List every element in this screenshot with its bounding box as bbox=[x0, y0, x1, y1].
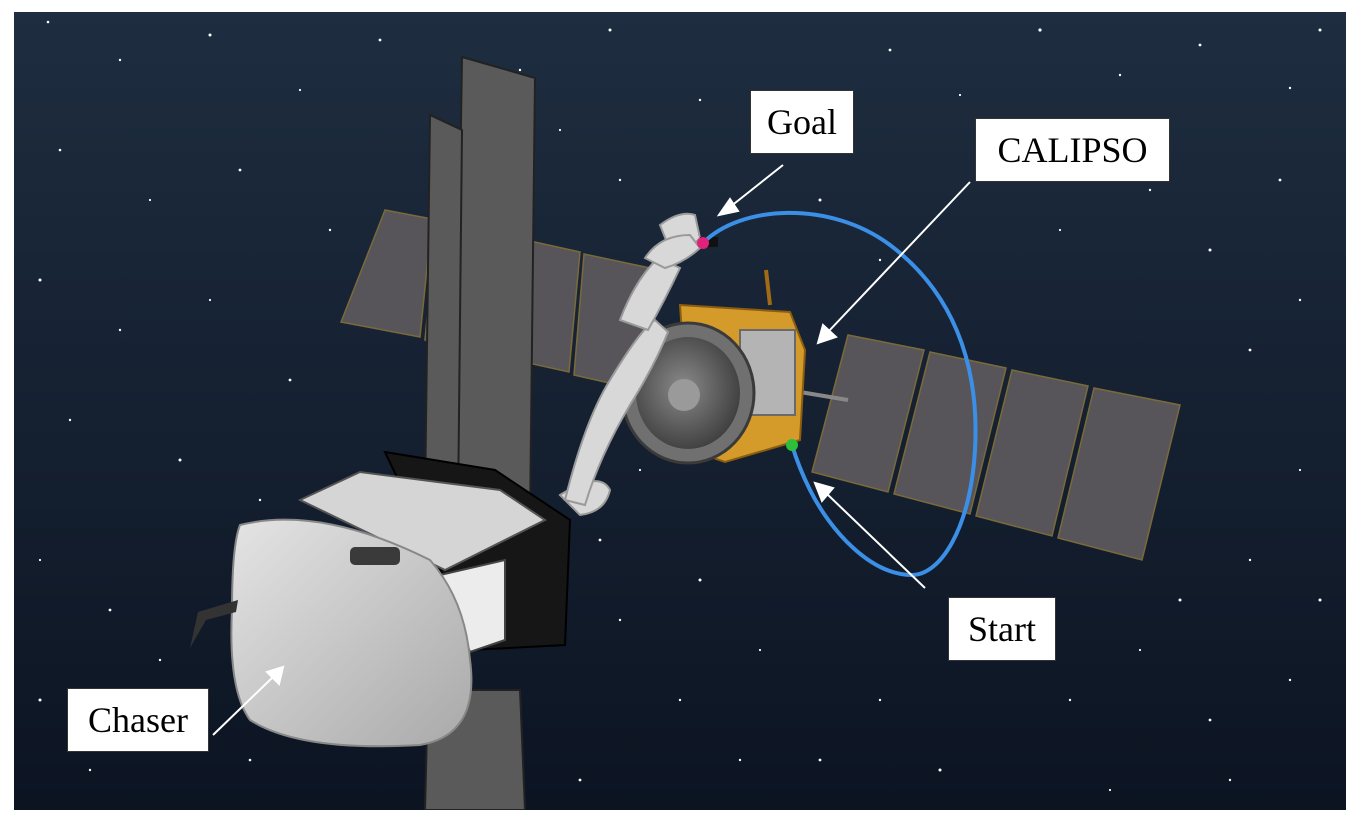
goal-label: Goal bbox=[750, 90, 854, 154]
start-marker bbox=[786, 439, 798, 451]
chaser-solar-panel bbox=[423, 55, 537, 810]
chaser-label: Chaser bbox=[67, 688, 209, 752]
calipso-label: CALIPSO bbox=[975, 118, 1170, 182]
trajectory-path bbox=[701, 210, 978, 578]
calipso-solar-array-right bbox=[811, 334, 1181, 561]
annotation-arrows bbox=[212, 164, 971, 736]
chaser-spacecraft bbox=[190, 450, 572, 748]
start-label: Start bbox=[948, 597, 1056, 661]
star-field bbox=[38, 20, 1322, 792]
calipso-array-boom bbox=[799, 390, 849, 402]
end-effector bbox=[700, 237, 718, 247]
goal-marker bbox=[697, 237, 709, 249]
